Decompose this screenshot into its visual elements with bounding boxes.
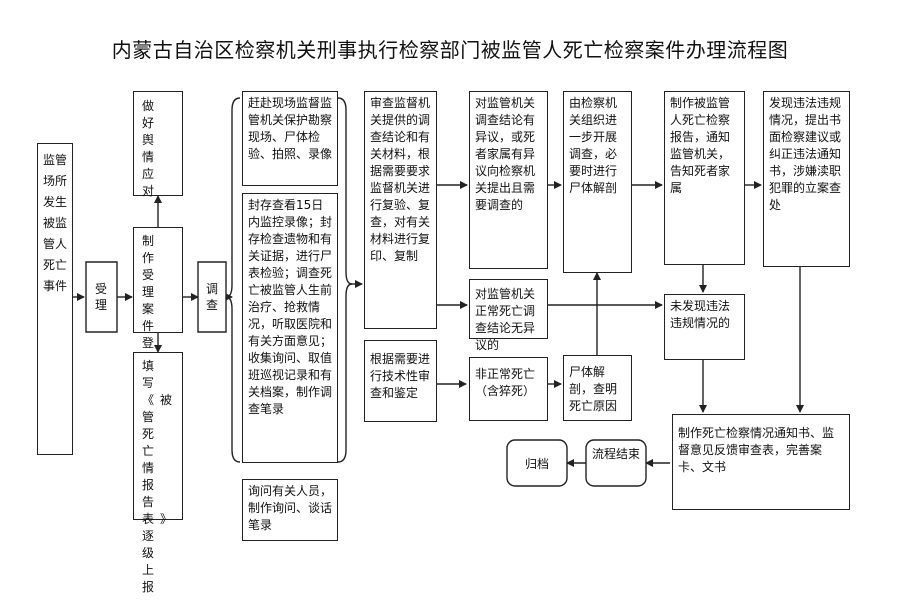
node-investigate-label: 调查 [205,282,218,312]
node-violation-label: 发现违法违规情况，提出书面检察建议或纠正违法通知书，涉嫌渎职犯罪的立案查处 [769,96,842,212]
node-docs-label: 制作死亡检察情况通知书、监督意见反馈审查表，完善案卡、文书 [678,426,835,474]
node-scene: 赶赴现场监督监管机关保护勘察现场、尸体检验、拍照、录像 [242,91,338,186]
node-no-violation-label: 未发现违法违规情况的 [670,299,731,330]
node-violation: 发现违法违规情况，提出书面检察建议或纠正违法通知书，涉嫌渎职犯罪的立案查处 [763,91,850,267]
node-end-label: 流程结束 [592,447,641,461]
brace-left [225,97,241,463]
node-scene-label: 赶赴现场监督监管机关保护勘察现场、尸体检验、拍照、录像 [248,96,333,161]
brace-right [337,97,353,463]
node-objection-label: 对监管机关调查结论有异议，或死者家属有异议向检察机关提出且需要调查的 [475,96,536,212]
node-abnormal-label: 非正常死亡（含猝死） [475,367,536,398]
node-further: 由检察机关组织进一步开展调查，必要时进行尸体解剖 [563,91,632,273]
node-no-violation: 未发现违法违规情况的 [664,294,745,360]
node-tech-label: 根据需要进行技术性审查和鉴定 [370,352,431,400]
node-objection: 对监管机关调查结论有异议，或死者家属有异议向检察机关提出且需要调查的 [469,91,548,269]
investigate-shape [197,261,227,333]
node-notice: 制作被监管人死亡检察报告，通知监管机关，告知死者家属 [664,91,745,265]
node-register: 制作受理案件登记表 [133,227,183,384]
node-tech: 根据需要进行技术性审查和鉴定 [364,340,437,422]
node-report-label: 填写《被管死亡情报告表》逐级上报 [142,359,179,594]
accept-shape [85,261,118,333]
node-no-objection-label: 对监管机关正常死亡调查结论无异议的 [475,287,536,352]
node-media-label: 做好舆情应对 [142,99,165,198]
node-start-label: 监管场所发生被监管人死亡事件 [42,153,67,293]
node-evidence: 封存查看15日内监控录像；封存检查遗物和有关证据，进行尸表检验；调查死亡被监管人… [242,193,338,463]
node-interview: 询问有关人员，制作询问、谈话笔录 [242,479,338,541]
node-review-label: 审查监督机关提供的调查结论和有关材料，根据需要要求监督机关进行复验、复查，对有关… [370,96,431,263]
node-archive-label: 归档 [524,457,549,471]
node-docs: 制作死亡检察情况通知书、监督意见反馈审查表，完善案卡、文书 [672,414,850,510]
node-abnormal: 非正常死亡（含猝死） [469,357,548,421]
end-shape [585,439,647,487]
node-review: 审查监督机关提供的调查结论和有关材料，根据需要要求监督机关进行复验、复查，对有关… [364,91,437,329]
node-notice-label: 制作被监管人死亡检察报告，通知监管机关，告知死者家属 [670,96,731,195]
node-start: 监管场所发生被监管人死亡事件 [37,143,73,455]
node-accept-label: 受理 [94,282,107,312]
node-further-label: 由检察机关组织进一步开展调查，必要时进行尸体解剖 [569,96,618,195]
node-report: 填写《被管死亡情报告表》逐级上报 [133,352,183,594]
node-no-objection: 对监管机关正常死亡调查结论无异议的 [469,279,548,352]
node-autopsy: 尸体解剖，查明死亡原因 [563,355,632,421]
node-interview-label: 询问有关人员，制作询问、谈话笔录 [248,484,333,532]
node-autopsy-label: 尸体解剖，查明死亡原因 [569,365,618,413]
page-title: 内蒙古自治区检察机关刑事执行检察部门被监管人死亡检察案件办理流程图 [111,38,789,62]
node-evidence-label: 封存查看15日内监控录像；封存检查遗物和有关证据，进行尸表检验；调查死亡被监管人… [248,198,333,416]
node-media: 做好舆情应对 [133,91,183,198]
archive-shape [506,439,568,487]
